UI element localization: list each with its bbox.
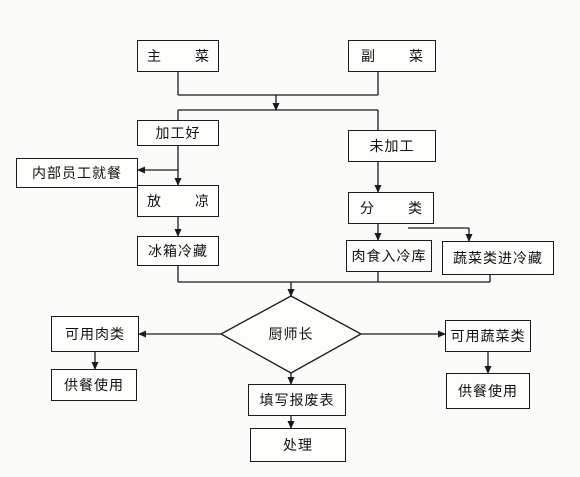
node-sort: 分 类 [348,192,434,224]
node-dispose: 处理 [250,428,346,462]
node-fill-scrap-form: 填写报废表 [248,384,346,416]
node-head-chef-label: 厨师长 [268,327,314,343]
node-main-dish: 主 菜 [137,40,219,72]
node-staff-meal: 内部员工就餐 [16,158,138,188]
node-serve-vegetables: 供餐使用 [446,373,530,409]
node-unprocessed: 未加工 [348,130,436,162]
node-cool-down: 放 凉 [137,185,219,217]
node-fridge-cold-storage: 冰箱冷藏 [137,236,219,266]
node-usable-vegetables: 可用蔬菜类 [445,320,531,352]
node-side-dish: 副 菜 [348,40,436,72]
node-processed: 加工好 [137,120,219,146]
node-meat-to-cold-room: 肉食入冷库 [346,240,432,272]
head-chef-diamond [219,295,363,374]
node-serve-meat: 供餐使用 [51,369,137,401]
node-usable-meat: 可用肉类 [51,316,139,352]
node-vegetables-to-cold-storage: 蔬菜类进冷藏 [442,241,554,275]
